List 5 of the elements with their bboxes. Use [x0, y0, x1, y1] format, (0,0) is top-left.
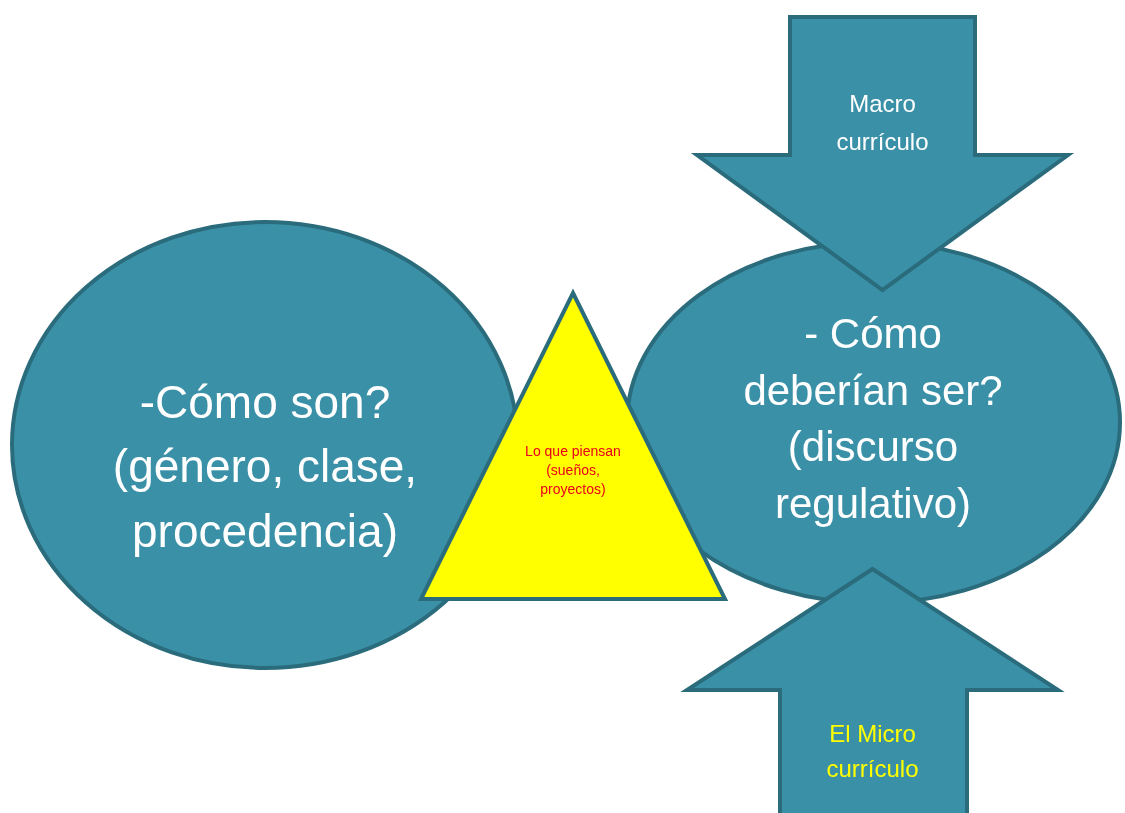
node-label: - Cómo deberían ser? (discurso regulativo)	[742, 309, 1004, 530]
node-label: -Cómo son? (género, clase, procedencia)	[111, 375, 419, 559]
node-label: El Micro currículo	[825, 719, 920, 784]
node-label: Lo que piensan (sueños, proyectos)	[524, 442, 622, 499]
node-label: Macro currículo	[835, 89, 930, 158]
